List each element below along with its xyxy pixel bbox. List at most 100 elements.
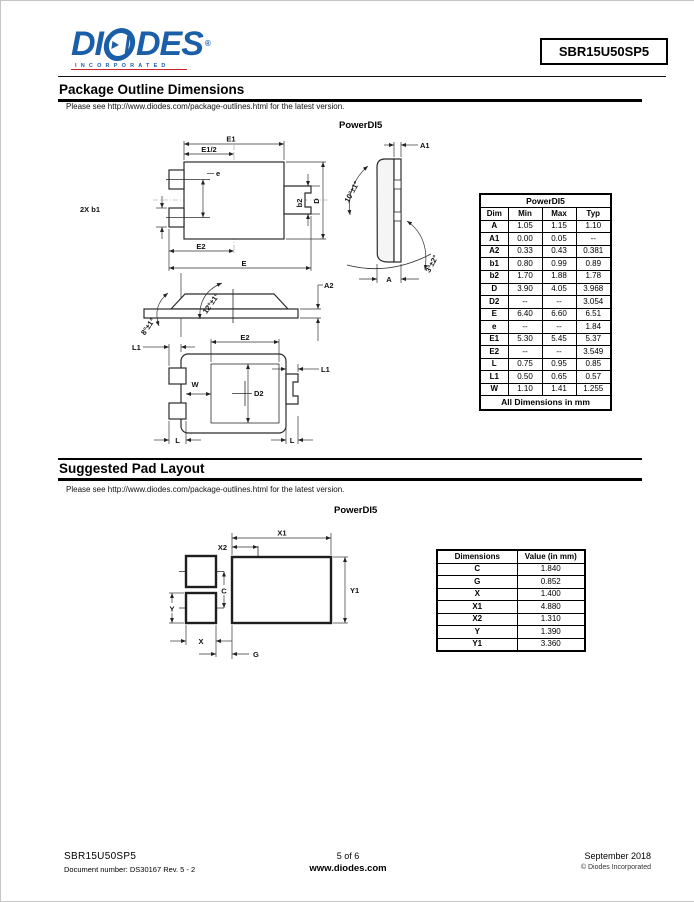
table-cell: A1	[479, 232, 509, 246]
header-rule	[58, 76, 666, 77]
dim-label-w: W	[191, 380, 199, 389]
dim-label-a1: A1	[420, 141, 430, 150]
table-cell: 0.80	[507, 257, 543, 271]
table-cell: A	[479, 219, 509, 234]
table-cell: 5.30	[507, 332, 543, 347]
table-cell: 0.00	[507, 232, 543, 246]
part-number-box: SBR15U50SP5	[540, 38, 668, 65]
table-cell: 1.84	[575, 320, 612, 334]
table-cell: 1.390	[516, 625, 586, 639]
table-cell: b2	[479, 269, 509, 284]
dim-label-d2: D2	[254, 389, 264, 398]
dim-label-e1-half: E1/2	[201, 145, 216, 154]
table-cell: --	[507, 345, 543, 359]
footer-right: September 2018 © Diodes Incorporated	[581, 851, 651, 871]
table-cell: C	[436, 562, 518, 577]
dim-label-e-total: E	[241, 259, 246, 268]
angle-label-front-left: 8°±1°	[139, 316, 157, 336]
table-cell: 0.57	[575, 370, 612, 384]
table-cell: 0.381	[575, 244, 612, 259]
table-cell: 0.05	[541, 232, 577, 246]
table-cell: 1.10	[507, 382, 543, 397]
table-cell: L1	[479, 370, 509, 384]
table-cell: X2	[436, 612, 518, 627]
table-cell: W	[479, 382, 509, 397]
table-cell: E	[479, 307, 509, 322]
table-cell: 1.840	[516, 562, 586, 577]
pad-package-name: PowerDI5	[334, 505, 378, 516]
table-cell: 0.65	[541, 370, 577, 384]
table-row: D2----3.054	[479, 295, 612, 309]
table-cell: --	[507, 295, 543, 309]
table-cell: 5.45	[541, 332, 577, 347]
table-cell: 0.99	[541, 257, 577, 271]
top-view: E1 E1/2 e 2X b1 b2 D	[80, 135, 330, 271]
dim-label-e: e	[216, 169, 220, 178]
logo-text-di: DI	[71, 25, 104, 63]
pad-dim-label-g: G	[253, 650, 259, 659]
table-cell: 3.968	[575, 282, 612, 297]
table-cell: 3.90	[507, 282, 543, 297]
table-cell: 4.05	[541, 282, 577, 297]
dim-table-col-dim: Dim	[479, 207, 509, 221]
table-cell: --	[541, 295, 577, 309]
registered-mark: ®	[204, 39, 211, 48]
angle-label-side-top: 10°±1°	[343, 180, 362, 204]
table-cell: 3.360	[516, 637, 586, 652]
outline-note: Please see http://www.diodes.com/package…	[66, 102, 345, 111]
table-cell: 1.310	[516, 612, 586, 627]
diodes-logo: DI DES ® INCORPORATED	[71, 25, 211, 70]
logo-text-des: DES	[136, 25, 204, 63]
dim-label-l1-right: L1	[321, 365, 330, 374]
table-cell: 1.255	[575, 382, 612, 397]
table-cell: 0.85	[575, 357, 612, 372]
footer-left: SBR15U50SP5 Document number: DS30167 Rev…	[64, 851, 195, 874]
dim-label-l-right: L	[290, 436, 295, 445]
table-cell: L	[479, 357, 509, 372]
table-cell: 6.51	[575, 307, 612, 322]
dim-table-footer: All Dimensions in mm	[479, 395, 612, 411]
footer-center: 5 of 6 www.diodes.com	[1, 851, 694, 874]
dim-table-col-min: Min	[507, 207, 543, 221]
dim-label-d: D	[312, 198, 321, 204]
dim-label-l-left: L	[175, 436, 180, 445]
table-row: E2----3.549	[479, 345, 612, 359]
side-view: A1 10°±1° A 3°±2°	[343, 141, 441, 284]
table-cell: 0.95	[541, 357, 577, 372]
table-cell: 3.054	[575, 295, 612, 309]
pad-table-col-value: Value (in mm)	[516, 549, 586, 564]
dim-label-a2: A2	[324, 281, 334, 290]
diode-symbol-icon	[101, 27, 138, 61]
table-cell: 1.15	[541, 219, 577, 234]
footer-website: www.diodes.com	[309, 863, 387, 874]
pad-dim-label-c: C	[221, 587, 227, 596]
pad-dim-label-x2: X2	[218, 543, 227, 552]
pad-layout-drawing: X1 X2 Y1 C Y X G	[167, 529, 359, 659]
table-cell: 0.89	[575, 257, 612, 271]
pad-dim-label-y: Y	[169, 605, 174, 614]
dim-label-e2: E2	[196, 242, 205, 251]
footer-doc-number: Document number: DS30167 Rev. 5 - 2	[64, 865, 196, 874]
table-cell: 1.05	[507, 219, 543, 234]
logo-incorporated: INCORPORATED	[71, 63, 187, 70]
table-cell: 1.41	[541, 382, 577, 397]
table-cell: 1.10	[575, 219, 612, 234]
table-cell: E1	[479, 332, 509, 347]
table-cell: 1.78	[575, 269, 612, 284]
pad-dim-label-x: X	[198, 637, 203, 646]
dim-table-col-typ: Typ	[575, 207, 612, 221]
table-cell: e	[479, 320, 509, 334]
dim-label-b1: 2X b1	[80, 205, 100, 214]
table-cell: 0.75	[507, 357, 543, 372]
table-cell: G	[436, 575, 518, 589]
